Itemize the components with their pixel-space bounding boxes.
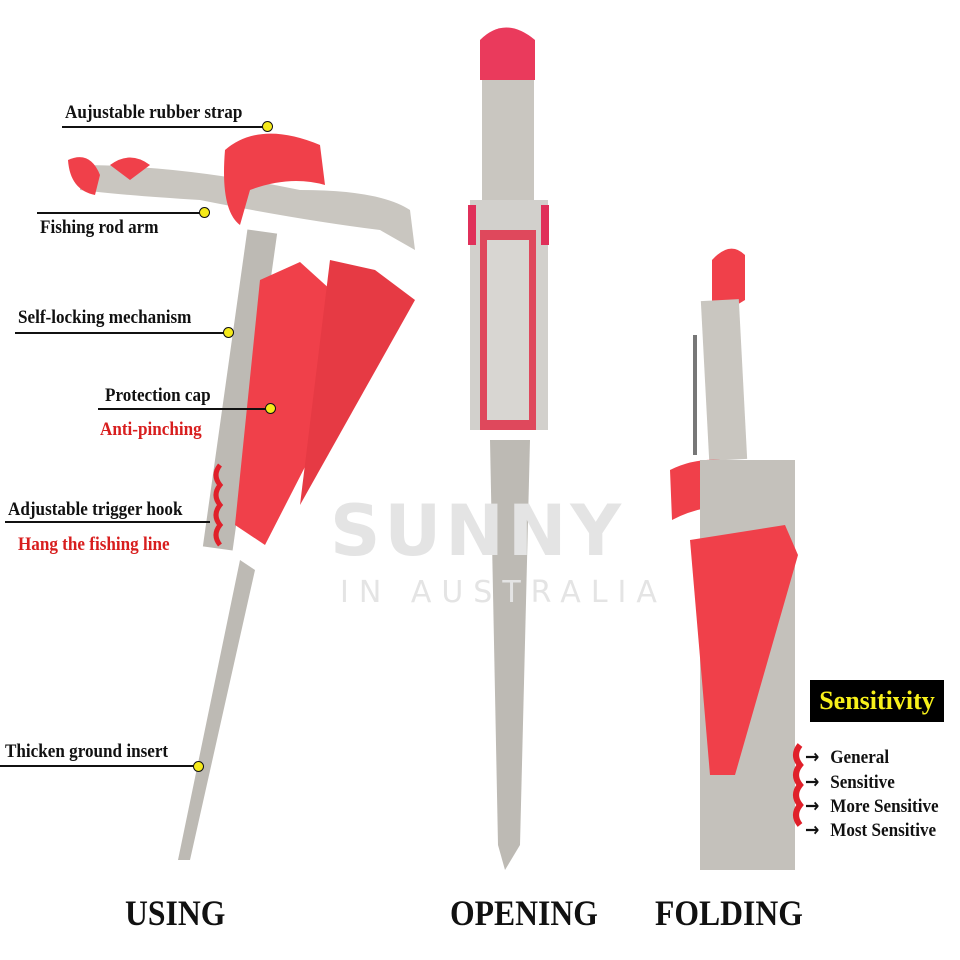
sensitivity-level: → Most Sensitive — [805, 819, 936, 842]
callout-dot — [193, 761, 204, 772]
arrow-right-icon: → — [805, 771, 820, 793]
label-ground-insert: Thicken ground insert — [5, 741, 169, 762]
label-rod-arm: Fishing rod arm — [40, 217, 159, 238]
arrow-right-icon: → — [805, 819, 820, 841]
sensitivity-badge: Sensitivity — [810, 680, 944, 722]
watermark-brand: SUNNY — [330, 490, 626, 572]
callout-dot — [223, 327, 234, 338]
label-hang-line: Hang the fishing line — [18, 534, 170, 555]
folded-cap — [690, 525, 798, 775]
label-rubber-strap: Aujustable rubber strap — [65, 102, 243, 123]
caption-opening: OPENING — [450, 893, 598, 933]
arrow-right-icon: → — [805, 795, 820, 817]
rubber-strap — [224, 133, 325, 225]
leader-line — [0, 765, 196, 767]
trigger-hook — [213, 463, 224, 547]
sensitivity-level: → Sensitive — [805, 771, 895, 794]
label-protection-cap: Protection cap — [105, 385, 211, 406]
leader-line — [98, 408, 268, 410]
leader-line — [62, 126, 267, 128]
leader-line — [15, 332, 227, 334]
sensitivity-level: → General — [805, 746, 889, 769]
caption-folding: FOLDING — [655, 893, 803, 933]
label-self-locking: Self-locking mechanism — [18, 307, 192, 328]
sensitivity-level-label: General — [830, 747, 890, 768]
arrow-right-icon: → — [805, 746, 820, 768]
callout-dot — [265, 403, 276, 414]
sensitivity-level-label: Sensitive — [830, 772, 895, 793]
label-trigger-hook: Adjustable trigger hook — [8, 499, 183, 520]
ground-insert — [178, 560, 255, 860]
leader-line — [37, 212, 203, 214]
rod-arm — [80, 165, 415, 250]
sensitivity-level-label: More Sensitive — [830, 796, 939, 817]
callout-dot — [199, 207, 210, 218]
folding-product-image — [670, 248, 804, 870]
opening-product-image — [468, 27, 549, 870]
watermark-sub: IN AUSTRALIA — [340, 575, 667, 610]
sensitivity-level: → More Sensitive — [805, 795, 939, 818]
callout-dot — [262, 121, 273, 132]
label-anti-pinching: Anti-pinching — [100, 419, 202, 440]
sensitivity-level-label: Most Sensitive — [830, 820, 937, 841]
leader-line — [5, 521, 210, 523]
using-product-image — [68, 133, 415, 860]
caption-using: USING — [125, 893, 226, 933]
